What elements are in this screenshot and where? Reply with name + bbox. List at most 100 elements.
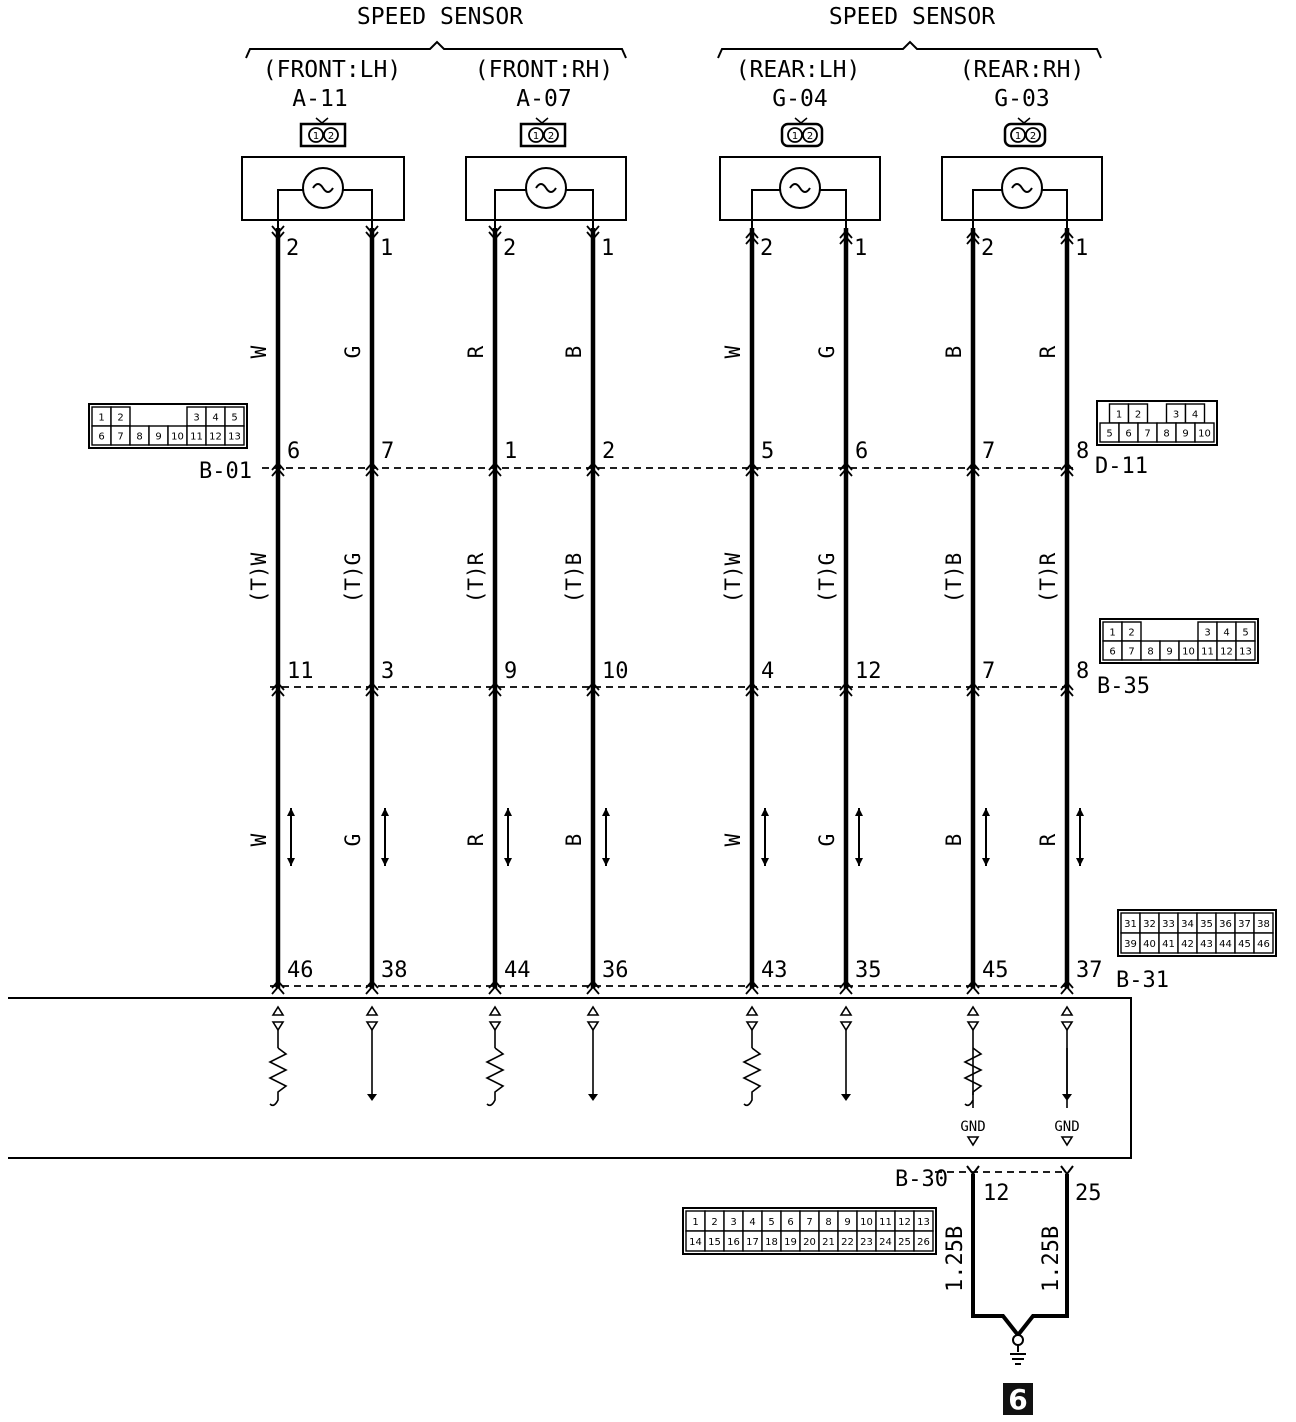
svg-text:2: 2 bbox=[328, 131, 334, 142]
connector-pin: 13 bbox=[917, 1217, 930, 1228]
wire-color-top: W bbox=[721, 345, 745, 358]
connector-pin: 46 bbox=[1257, 939, 1270, 950]
inline2-pin-label: 10 bbox=[602, 659, 629, 684]
connector-pin: 11 bbox=[879, 1217, 892, 1228]
inline1-pin-label: 8 bbox=[1076, 439, 1089, 464]
inline2-pin-label: 12 bbox=[855, 659, 882, 684]
ecu-terminal-1 bbox=[268, 1005, 288, 1107]
connector-pin: 20 bbox=[803, 1237, 816, 1248]
connector-pin: 19 bbox=[784, 1237, 797, 1248]
inline2-pin-label: 4 bbox=[761, 659, 774, 684]
svg-text:2: 2 bbox=[1030, 131, 1036, 142]
connector-pin: 37 bbox=[1238, 919, 1251, 930]
ground-pin-right: 25 bbox=[1075, 1181, 1102, 1206]
wire-color-top: G bbox=[815, 346, 839, 359]
connector-pin: 5 bbox=[231, 413, 237, 424]
inline1-pin-label: 7 bbox=[982, 439, 995, 464]
connector-pin: 25 bbox=[898, 1237, 911, 1248]
connector-pin: 35 bbox=[1200, 919, 1213, 930]
ecu-terminal-4 bbox=[586, 1005, 600, 1101]
wire-color-bottom: R bbox=[464, 833, 488, 846]
sensor-pin-label: 2 bbox=[503, 236, 516, 261]
connector-pin: 2 bbox=[1128, 628, 1134, 639]
connector-pin: 38 bbox=[1257, 919, 1270, 930]
connector-pin: 13 bbox=[228, 432, 241, 443]
connector-pin: 14 bbox=[689, 1237, 702, 1248]
connector-pin: 3 bbox=[730, 1217, 736, 1228]
sensor-pin-label: 1 bbox=[601, 236, 614, 261]
connector-pin: 4 bbox=[749, 1217, 755, 1228]
ecu-pin-label: 35 bbox=[855, 958, 882, 983]
connector-pin: 42 bbox=[1181, 939, 1194, 950]
sensor-box-front-lh bbox=[241, 156, 405, 228]
connector-pin: 8 bbox=[1163, 429, 1169, 440]
ground-wire-left-label: 1.25B bbox=[943, 1226, 968, 1292]
connector-pin: 36 bbox=[1219, 919, 1232, 930]
svg-text:1: 1 bbox=[533, 131, 539, 142]
connector-pin: 8 bbox=[136, 432, 142, 443]
wire-color-top: R bbox=[1036, 345, 1060, 358]
connector-pin: 41 bbox=[1162, 939, 1175, 950]
connector-pin: 23 bbox=[860, 1237, 873, 1248]
inline1-pin-label: 2 bbox=[602, 439, 615, 464]
ecu-pin-label: 46 bbox=[287, 958, 314, 983]
ecu-box bbox=[8, 997, 1132, 1159]
connector-icon-g04: 1 2 bbox=[780, 117, 824, 148]
inline1-pin-label: 6 bbox=[855, 439, 868, 464]
connector-pin: 6 bbox=[1109, 647, 1115, 658]
connector-label-b01: B-01 bbox=[199, 459, 252, 484]
inline2-pin-label: 7 bbox=[982, 659, 995, 684]
sensor-front-lh-position: (FRONT:LH) bbox=[263, 57, 401, 83]
wire-color-mid: (T)G bbox=[815, 553, 839, 604]
connector-pin: 13 bbox=[1239, 647, 1252, 658]
connector-pin: 9 bbox=[844, 1217, 850, 1228]
connector-pin: 8 bbox=[1147, 647, 1153, 658]
connector-pin: 34 bbox=[1181, 919, 1194, 930]
connector-label-b35: B-35 bbox=[1097, 674, 1150, 699]
wire-color-bottom: G bbox=[341, 834, 365, 847]
ecu-terminal-6 bbox=[839, 1005, 853, 1101]
connector-pin: 3 bbox=[1173, 410, 1179, 421]
connector-pin: 12 bbox=[898, 1217, 911, 1228]
sensor-pin-label: 1 bbox=[854, 236, 867, 261]
ecu-terminal-2 bbox=[365, 1005, 379, 1101]
wires-layer: 2W6(T)W11W461G7(T)G3G382R1(T)R9R441B2(T)… bbox=[247, 225, 1103, 995]
sensor-rear-rh-position: (REAR:RH) bbox=[960, 57, 1085, 83]
inline1-pin-label: 1 bbox=[504, 439, 517, 464]
connector-pin: 6 bbox=[98, 432, 104, 443]
sensor-box-rear-rh bbox=[941, 156, 1103, 228]
connector-pin: 3 bbox=[1204, 628, 1210, 639]
connector-pin: 43 bbox=[1200, 939, 1213, 950]
connector-icon-g03: 1 2 bbox=[1003, 117, 1047, 148]
connector-pin: 4 bbox=[212, 413, 218, 424]
inline1-pin-label: 6 bbox=[287, 439, 300, 464]
wire-color-mid: (T)W bbox=[721, 552, 745, 603]
connector-label-d11: D-11 bbox=[1095, 454, 1148, 479]
connector-pin: 1 bbox=[98, 413, 104, 424]
sensor-rear-lh-position: (REAR:LH) bbox=[736, 57, 861, 83]
connector-pin: 24 bbox=[879, 1237, 892, 1248]
connector-pin: 9 bbox=[155, 432, 161, 443]
connector-icon-a07: 1 2 bbox=[519, 117, 567, 148]
wire-color-bottom: B bbox=[562, 834, 586, 847]
ecu-pin-label: 44 bbox=[504, 958, 531, 983]
connector-pin: 5 bbox=[768, 1217, 774, 1228]
wire-color-bottom: B bbox=[942, 834, 966, 847]
gnd-label-right: GND bbox=[1054, 1119, 1079, 1135]
wire-color-top: B bbox=[942, 346, 966, 359]
header-front-title: SPEED SENSOR bbox=[357, 4, 523, 30]
wire-color-mid: (T)B bbox=[942, 553, 966, 604]
connector-pin: 11 bbox=[1201, 647, 1214, 658]
connector-pin: 7 bbox=[1144, 429, 1150, 440]
connector-pin: 7 bbox=[117, 432, 123, 443]
wire-color-mid: (T)R bbox=[464, 552, 488, 603]
sensor-pin-label: 2 bbox=[286, 236, 299, 261]
connector-pin: 39 bbox=[1124, 939, 1137, 950]
connector-pin: 10 bbox=[1182, 647, 1195, 658]
connector-pin: 7 bbox=[1128, 647, 1134, 658]
connector-pin: 15 bbox=[708, 1237, 721, 1248]
